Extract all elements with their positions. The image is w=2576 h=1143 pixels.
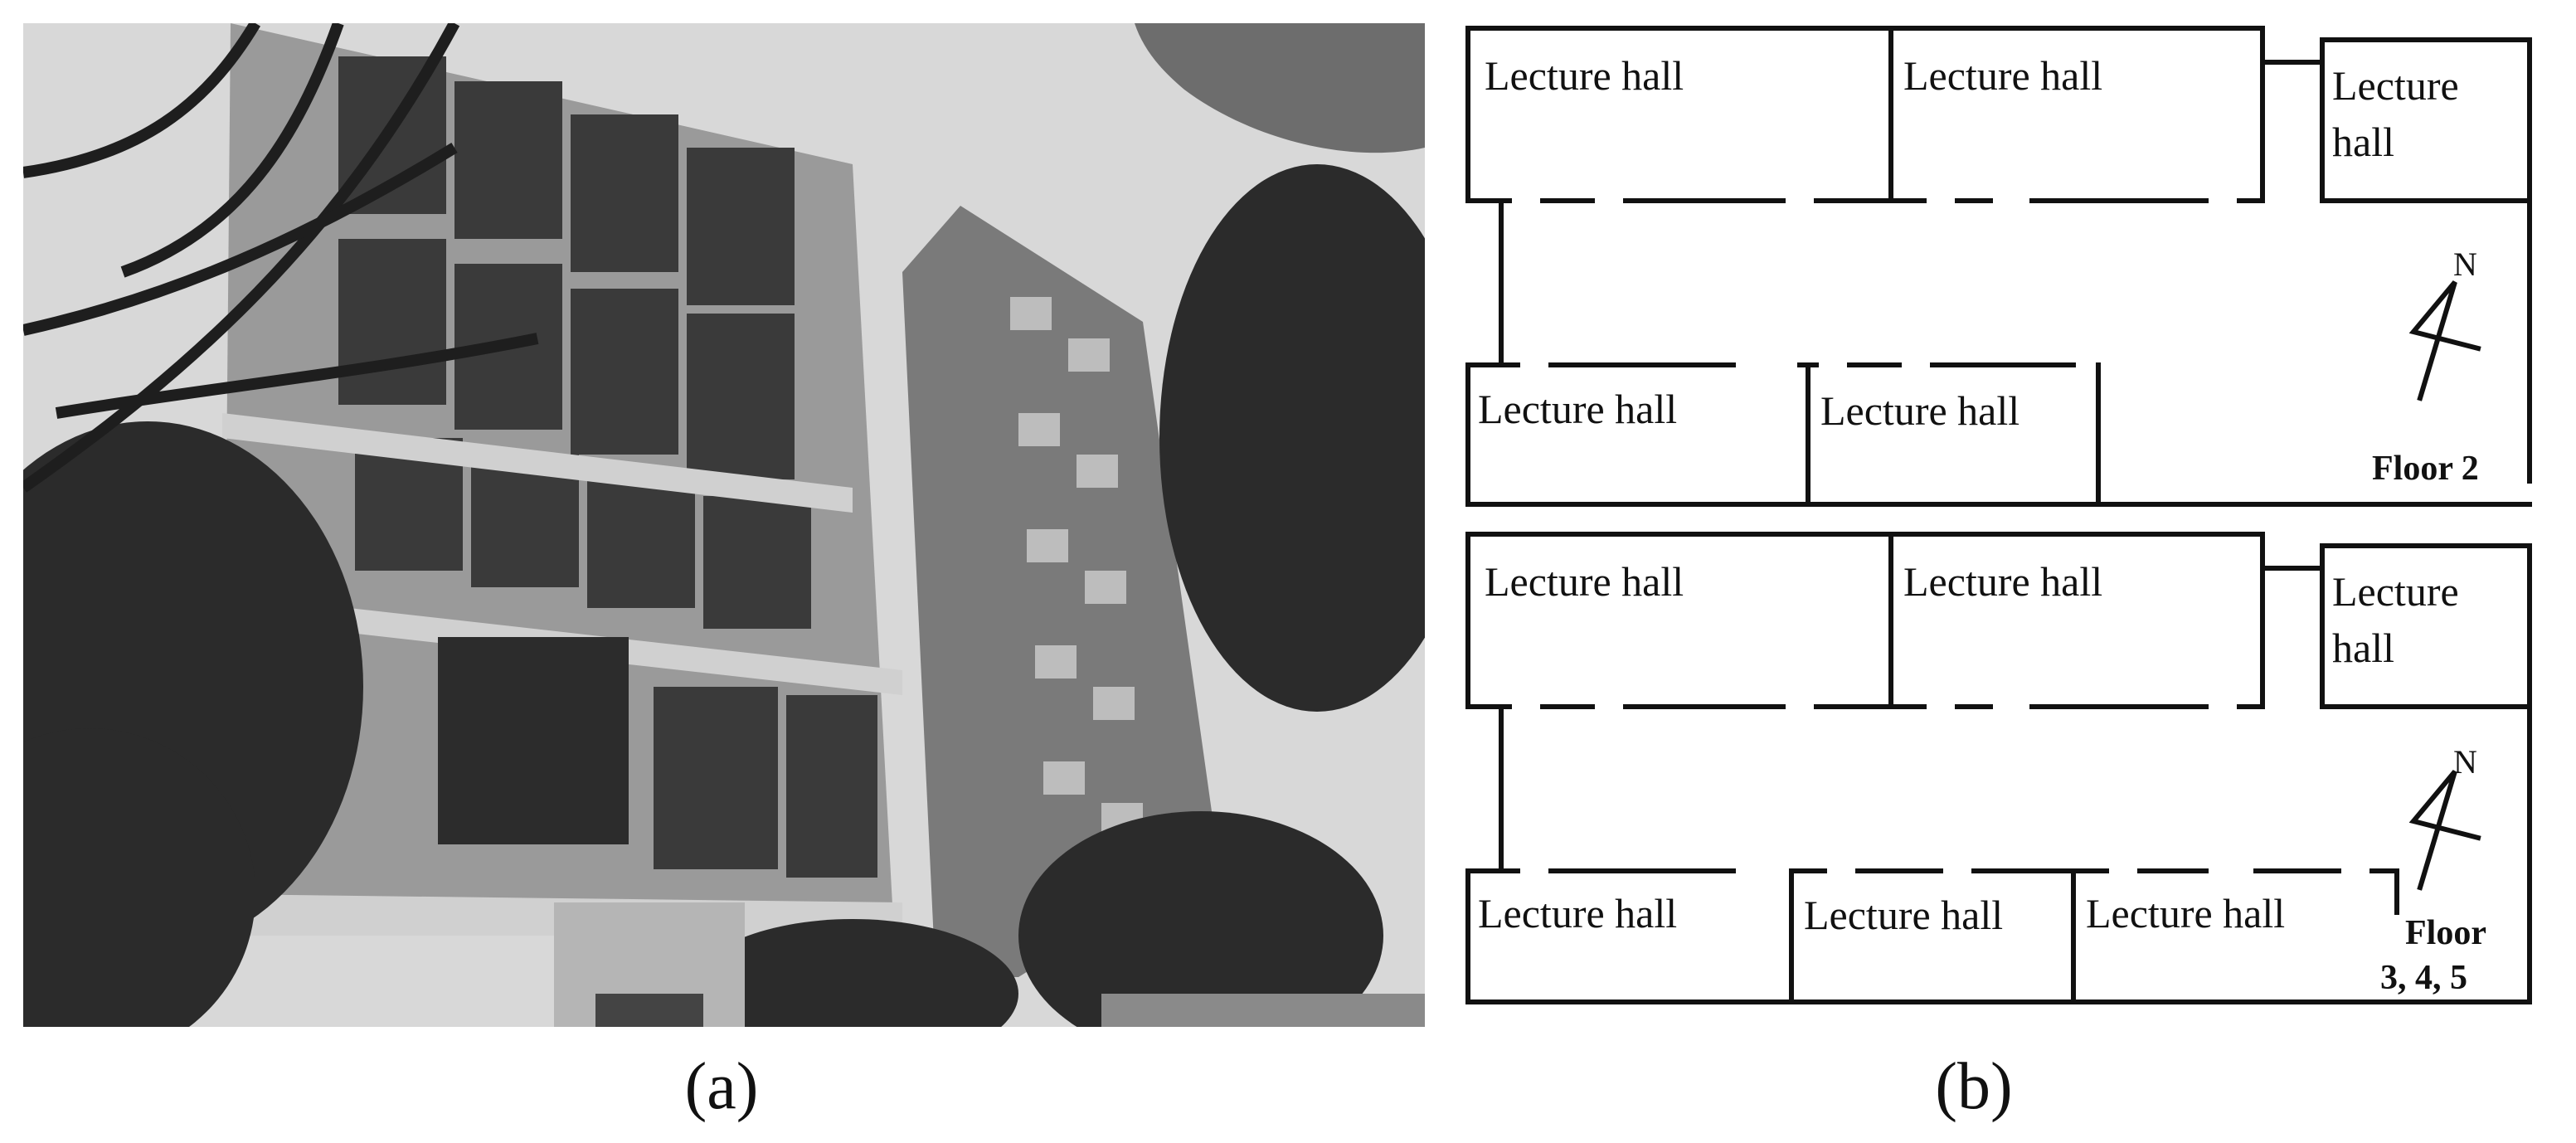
caption-a: (a)	[684, 1050, 759, 1123]
north-label: N	[2453, 743, 2477, 781]
room-label: Lecture	[2332, 62, 2459, 109]
room-label: hall	[2332, 119, 2394, 165]
floor-plan-diagram: Lecture hall Lecture hall Lecture hall L…	[1465, 26, 2532, 1004]
floor-label-line2: 3, 4, 5	[2380, 959, 2467, 997]
north-label: N	[2453, 246, 2477, 283]
building-photo	[23, 23, 1425, 1027]
cloud	[1135, 23, 1425, 153]
floor-2-plan	[1465, 26, 2532, 507]
room-label: Lecture hall	[1820, 387, 2019, 434]
room-label: Lecture hall	[1804, 892, 2003, 938]
tree-branches	[23, 23, 539, 493]
room-label: Lecture hall	[1903, 558, 2102, 605]
room-label: Lecture	[2332, 568, 2459, 615]
building-illustration	[23, 23, 1425, 1027]
ground	[1101, 994, 1425, 1027]
room-label: Lecture hall	[1478, 386, 1677, 432]
room-label: Lecture hall	[1485, 558, 1684, 605]
building-windows	[338, 56, 877, 878]
entrance-door	[595, 994, 703, 1027]
floor-label-line1: Floor	[2405, 914, 2486, 952]
caption-b: (b)	[1935, 1050, 2013, 1123]
floor-plans: Lecture hall Lecture hall Lecture hall L…	[1460, 17, 2554, 1029]
banner	[438, 637, 629, 844]
north-arrow-icon-2	[2408, 770, 2481, 891]
tower-windows	[1010, 297, 1143, 836]
room-label: Lecture hall	[2086, 890, 2285, 936]
room-label: Lecture hall	[1903, 52, 2102, 99]
room-label: Lecture hall	[1485, 52, 1684, 99]
side-tower	[902, 206, 1218, 977]
north-arrow-icon	[2408, 280, 2481, 401]
floor-label: Floor 2	[2372, 450, 2479, 488]
floor-345-plan	[1465, 532, 2532, 1004]
trees	[23, 164, 1425, 1027]
room-label: hall	[2332, 625, 2394, 671]
room-label: Lecture hall	[1478, 890, 1677, 936]
